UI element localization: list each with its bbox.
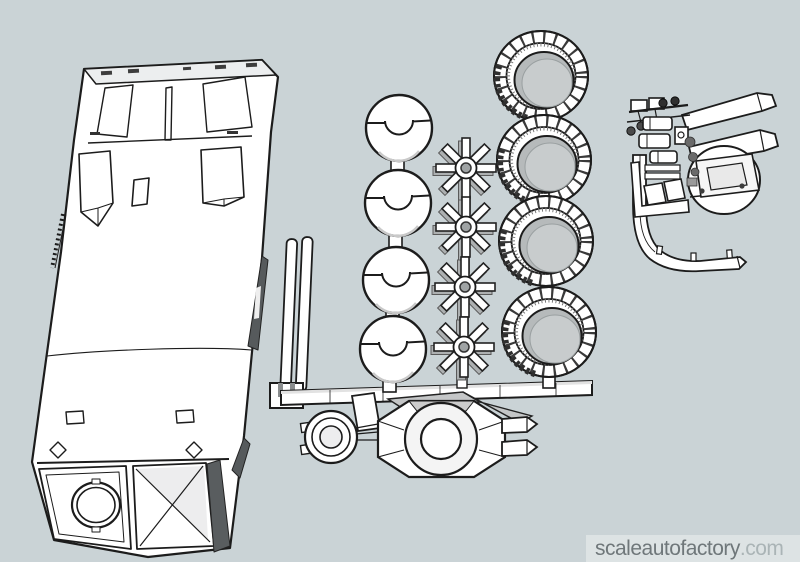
- wheel-hub-sprue: [358, 93, 434, 393]
- wheel-rim-sprue: [430, 137, 497, 389]
- wheel-hub-part: [358, 314, 428, 384]
- bracket-part: [674, 126, 689, 145]
- tire-sprue: [494, 31, 596, 389]
- dark-face-slot: [254, 286, 261, 319]
- deck-rect-left: [65, 410, 85, 425]
- bumper-dark-side: [206, 459, 231, 553]
- window-frame-right: [202, 76, 253, 133]
- deck-diamond-left: [49, 441, 67, 459]
- curved-bumper-bar: [632, 154, 748, 273]
- body-roof-strip: [83, 59, 277, 85]
- deck-diamond-right: [185, 441, 203, 459]
- long-bar-part: [680, 92, 778, 132]
- rail-lines: [628, 103, 689, 114]
- roof-vents: [100, 62, 258, 76]
- deck-line: [87, 135, 253, 144]
- body-shell: [30, 58, 280, 559]
- tire-part: [502, 287, 596, 377]
- wheel-rim-part: [432, 196, 497, 261]
- tire-part: [497, 115, 591, 205]
- wheel-rim-part: [432, 137, 497, 202]
- drum-part: [299, 409, 379, 465]
- rod-part: [294, 236, 314, 392]
- axle-strut: [350, 391, 382, 433]
- wheel-hub-part: [363, 168, 433, 238]
- watermark-site-text: scaleautofactory: [595, 537, 740, 560]
- stub-cylinders: [501, 416, 539, 457]
- tank-parts: [638, 116, 678, 164]
- deck-dash-right: [227, 131, 238, 134]
- tire-part: [494, 31, 588, 121]
- mid-crease: [46, 347, 252, 357]
- watermark-band: scaleautofactory.com: [586, 535, 800, 562]
- bumper-break-line: [36, 458, 230, 464]
- axle-assembly: [299, 391, 539, 479]
- round-hatch-inner: [76, 486, 116, 524]
- detail-parts-cluster: [626, 92, 780, 273]
- wheel-hub-part: [364, 93, 434, 163]
- hatch-small-rect: [131, 177, 150, 207]
- runner-diagonal-band: [462, 391, 534, 424]
- watermark-tld-text: .com: [739, 537, 784, 560]
- wheel-hub-part: [361, 245, 431, 315]
- wheel-rim-part: [431, 256, 496, 321]
- dark-face-lower: [231, 437, 251, 479]
- winch-drum-part: [687, 145, 761, 215]
- step-frame-part: [630, 161, 690, 218]
- side-box-right: [200, 146, 245, 207]
- skirt-hatching: [50, 213, 65, 269]
- plate-parts: [643, 178, 686, 206]
- fitting-parts: [684, 136, 700, 187]
- round-hatch-outer: [70, 481, 122, 529]
- exhaust-rods: [269, 236, 314, 409]
- side-box-left: [78, 150, 114, 227]
- wheel-rim-part: [430, 316, 495, 381]
- deck-dash-left: [90, 132, 100, 135]
- slat-parts: [644, 164, 681, 180]
- tire-part: [499, 196, 593, 286]
- window-frame-left: [96, 84, 134, 138]
- axle-housing: [376, 399, 507, 479]
- deck-rect-right: [175, 409, 195, 424]
- rod-part: [279, 238, 299, 392]
